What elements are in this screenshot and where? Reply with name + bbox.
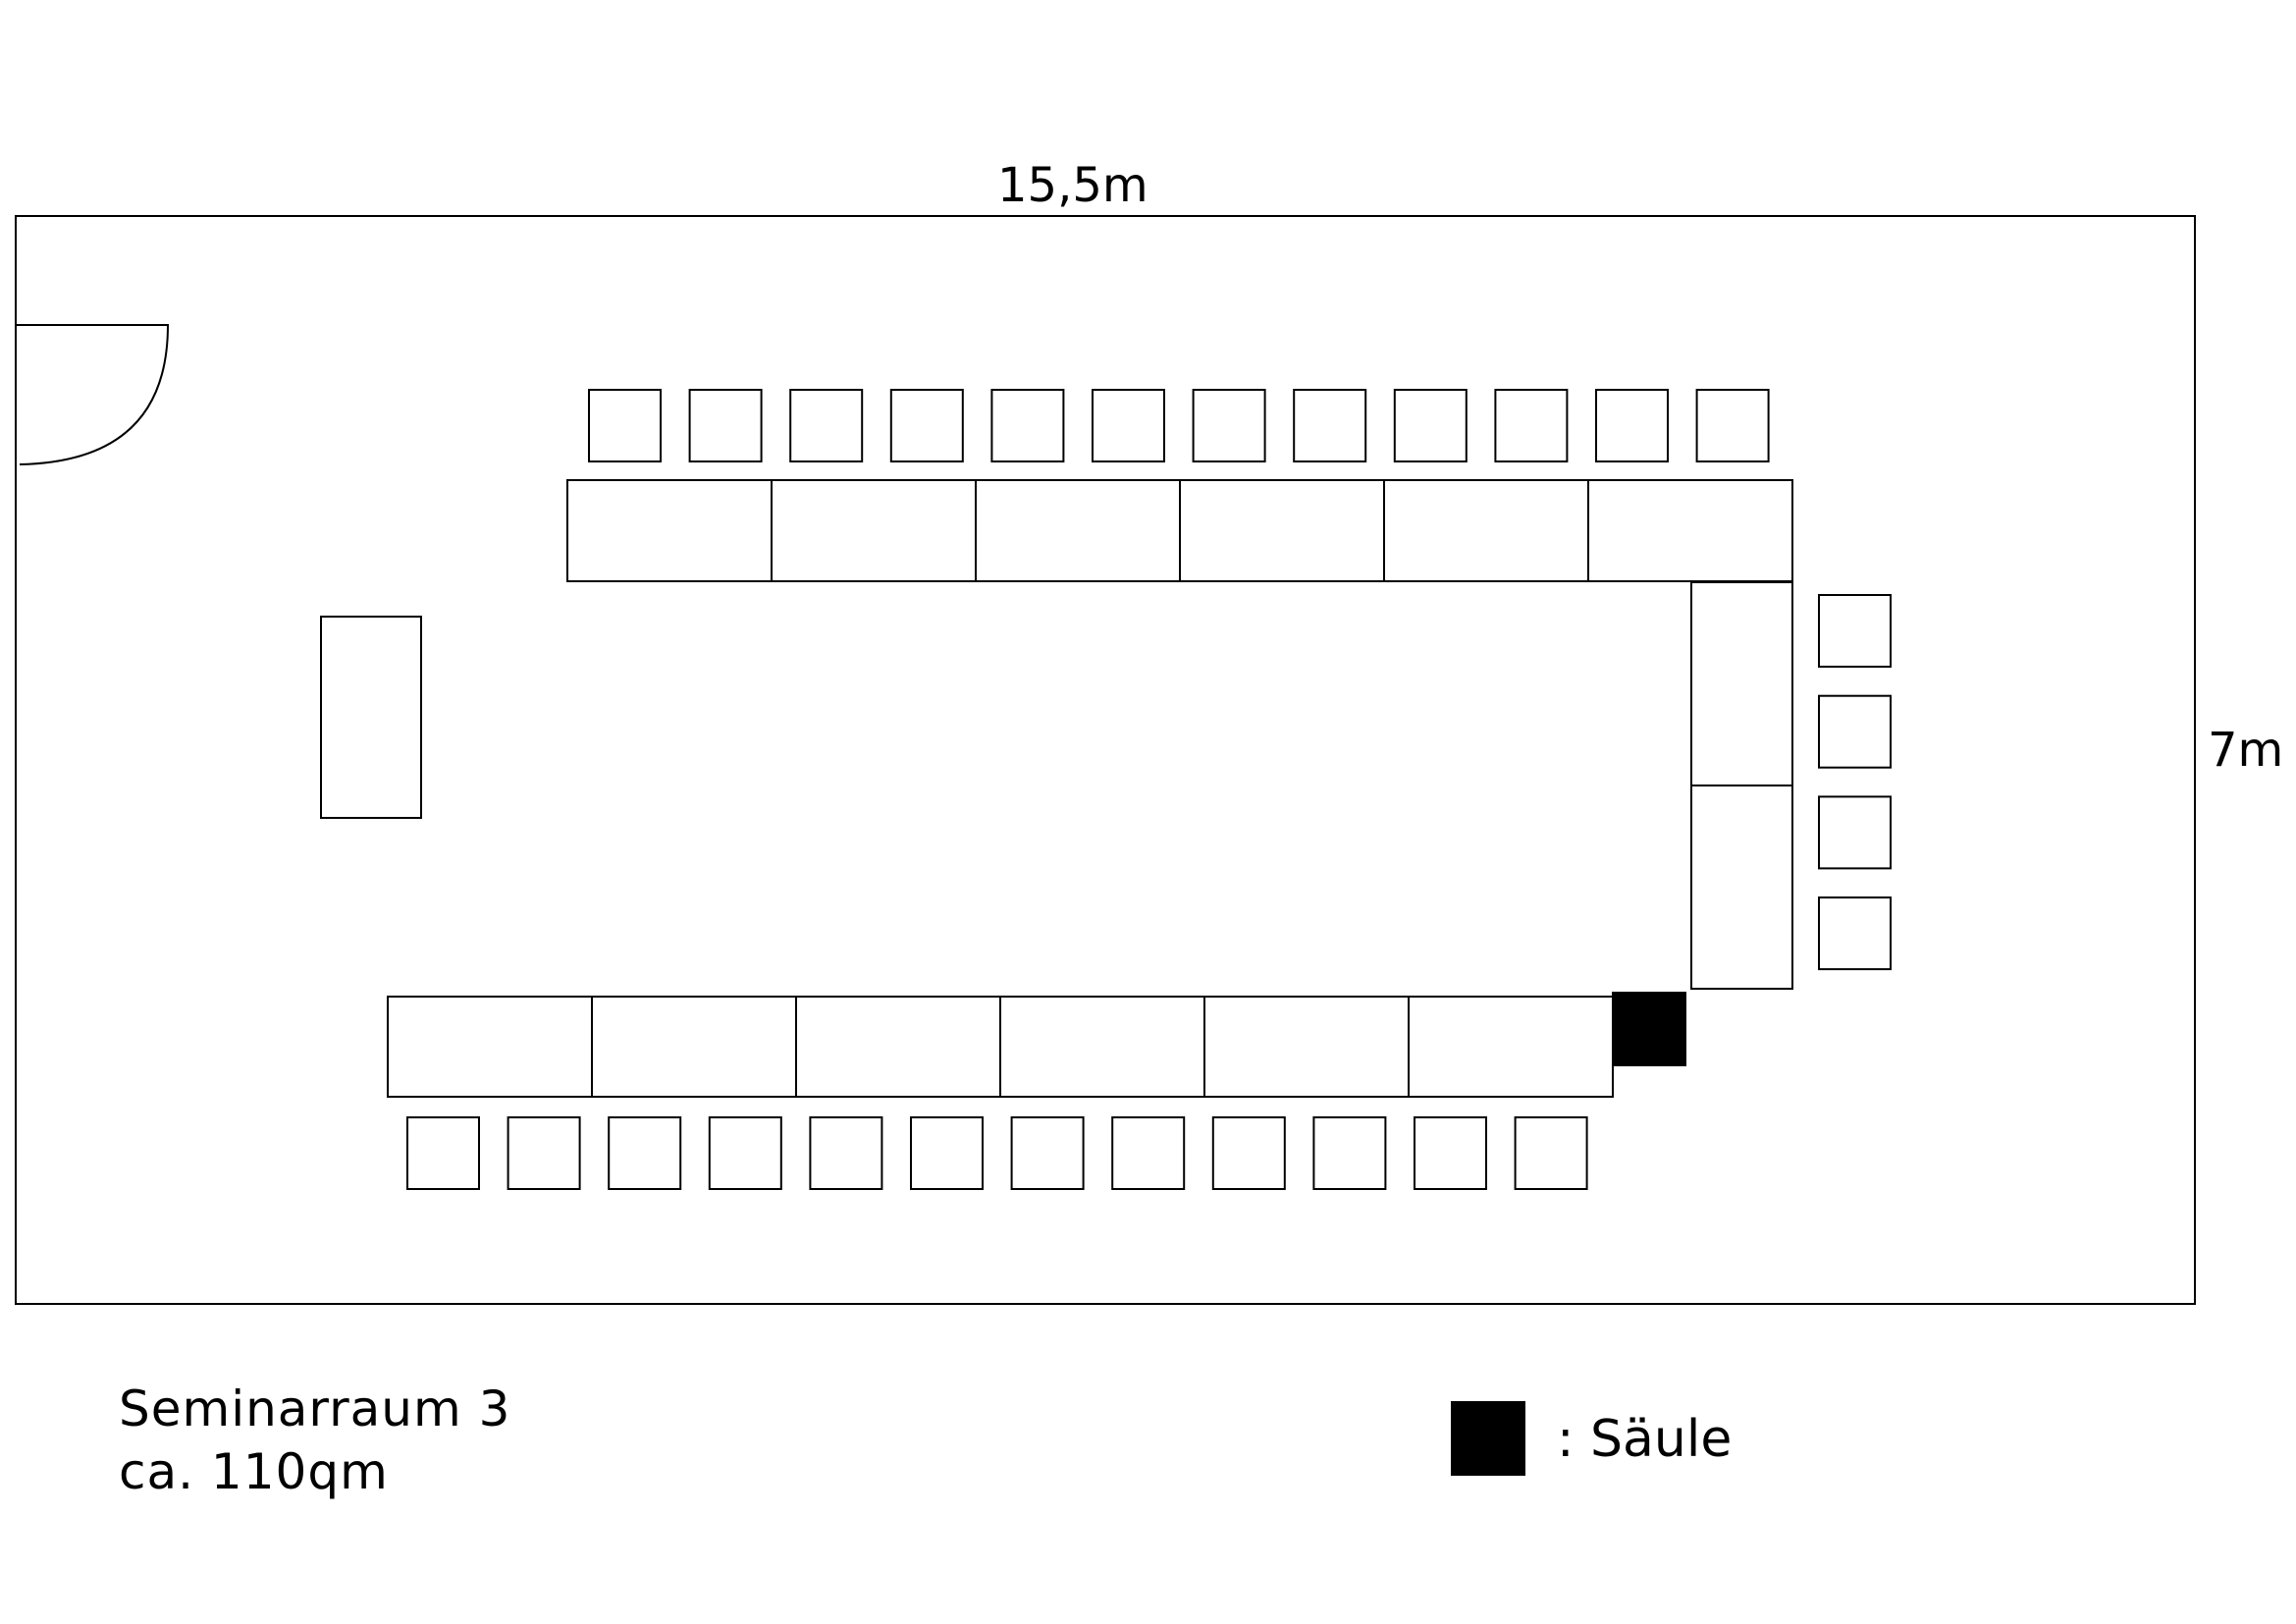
table xyxy=(795,996,1001,1098)
chair xyxy=(1818,694,1892,769)
chair xyxy=(1293,389,1367,462)
chair xyxy=(588,389,662,462)
chair xyxy=(507,1116,581,1190)
chair xyxy=(708,1116,782,1190)
right-tables-column xyxy=(1690,581,1793,990)
chair xyxy=(990,389,1065,462)
chair xyxy=(406,1116,480,1190)
room-name: Seminarraum 3 xyxy=(119,1380,511,1437)
chair xyxy=(1818,795,1892,870)
table xyxy=(387,996,593,1098)
chair xyxy=(608,1116,682,1190)
bottom-chairs-row xyxy=(406,1116,1588,1190)
chair xyxy=(1595,389,1669,462)
chair xyxy=(889,389,964,462)
lectern xyxy=(320,616,422,819)
room-width-label: 15,5m xyxy=(997,158,1148,213)
table xyxy=(591,996,797,1098)
chair xyxy=(789,389,864,462)
chair xyxy=(1818,896,1892,971)
chair xyxy=(809,1116,883,1190)
legend-column-symbol xyxy=(1451,1401,1525,1476)
table xyxy=(1690,785,1793,990)
chair xyxy=(1818,594,1892,668)
chair xyxy=(1494,389,1569,462)
chair xyxy=(1514,1116,1588,1190)
chair xyxy=(1393,389,1468,462)
column xyxy=(1612,992,1686,1066)
chair xyxy=(1111,1116,1186,1190)
chair xyxy=(1092,389,1165,462)
chair xyxy=(1312,1116,1387,1190)
table xyxy=(771,479,977,582)
table xyxy=(1203,996,1410,1098)
chair xyxy=(1414,1116,1487,1190)
chair xyxy=(1695,389,1770,462)
table xyxy=(1179,479,1385,582)
room-height-label: 7m xyxy=(2208,723,2284,778)
table xyxy=(1587,479,1793,582)
chair xyxy=(910,1116,984,1190)
chair xyxy=(688,389,763,462)
top-chairs-row xyxy=(588,389,1770,462)
door xyxy=(16,324,170,465)
chair xyxy=(1010,1116,1085,1190)
chair xyxy=(1211,1116,1286,1190)
table xyxy=(1690,581,1793,786)
right-chairs-column xyxy=(1818,594,1892,971)
chair xyxy=(1192,389,1266,462)
table xyxy=(1408,996,1614,1098)
table xyxy=(1383,479,1589,582)
room-outline xyxy=(15,215,2196,1305)
bottom-tables-row xyxy=(387,996,1614,1098)
top-tables-row xyxy=(566,479,1793,582)
legend-label: : Säule xyxy=(1557,1410,1733,1469)
table xyxy=(999,996,1205,1098)
room-area: ca. 110qm xyxy=(119,1443,389,1500)
table xyxy=(566,479,773,582)
table xyxy=(975,479,1181,582)
